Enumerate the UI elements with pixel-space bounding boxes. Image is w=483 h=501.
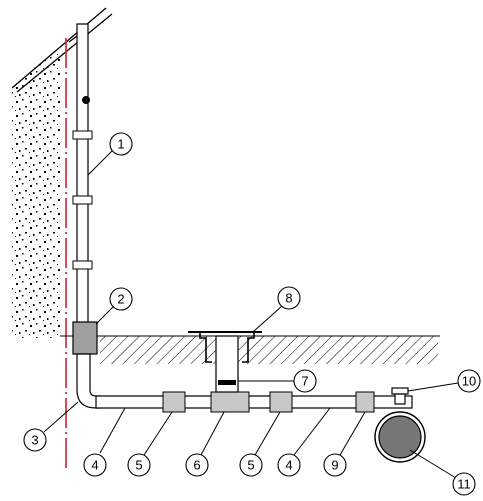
leader-lines	[43, 149, 459, 479]
coupling-5a	[162, 391, 186, 413]
ground-hatching	[60, 335, 440, 364]
svg-text:7: 7	[301, 374, 308, 389]
wall	[11, 7, 113, 338]
coupling-9	[355, 391, 375, 413]
callout-8: 8	[277, 286, 301, 310]
svg-text:5: 5	[135, 458, 142, 473]
callout-1: 1	[109, 132, 133, 156]
svg-text:4: 4	[285, 458, 292, 473]
svg-text:10: 10	[462, 374, 476, 389]
callout-2: 2	[109, 287, 133, 311]
inspection-gully	[188, 331, 262, 393]
svg-text:2: 2	[117, 292, 124, 307]
callout-7: 7	[293, 369, 317, 393]
coupling-5b	[269, 391, 293, 413]
callout-6: 6	[185, 453, 209, 477]
callout-5a: 5	[127, 453, 151, 477]
callout-11: 11	[452, 472, 476, 496]
svg-text:3: 3	[31, 433, 38, 448]
callout-4b: 4	[277, 453, 301, 477]
main-sewer-connection	[374, 387, 426, 463]
svg-text:1: 1	[117, 137, 124, 152]
callout-5b: 5	[239, 453, 263, 477]
svg-text:5: 5	[247, 458, 254, 473]
callout-3: 3	[23, 428, 47, 452]
callout-4a: 4	[83, 453, 107, 477]
callout-9: 9	[323, 453, 347, 477]
svg-text:9: 9	[331, 458, 338, 473]
svg-text:8: 8	[285, 291, 292, 306]
svg-text:4: 4	[91, 458, 98, 473]
wall-sleeve	[72, 321, 98, 355]
fitting-6	[210, 391, 250, 413]
callout-10: 10	[457, 369, 481, 393]
svg-text:6: 6	[193, 458, 200, 473]
svg-text:11: 11	[457, 477, 471, 492]
